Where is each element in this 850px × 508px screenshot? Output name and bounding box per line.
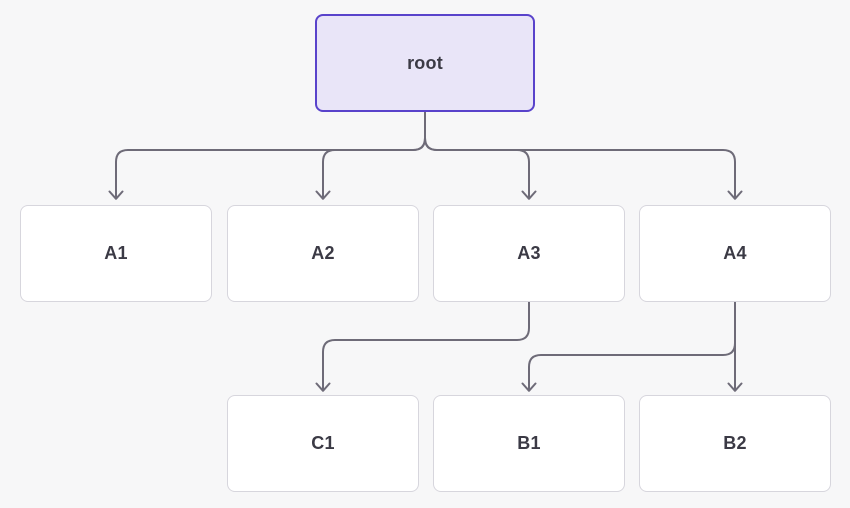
node-a3[interactable]: A3 <box>433 205 625 302</box>
edge-root-a1 <box>108 111 426 200</box>
node-a1[interactable]: A1 <box>20 205 212 302</box>
edge-root-a4 <box>424 111 743 200</box>
node-a4-label: A4 <box>723 243 747 263</box>
edge-root-a2 <box>315 111 426 200</box>
node-a3-label: A3 <box>517 243 541 263</box>
node-a2-label: A2 <box>311 243 335 263</box>
node-root[interactable]: root <box>315 14 535 112</box>
node-c1[interactable]: C1 <box>227 395 419 492</box>
node-b1[interactable]: B1 <box>433 395 625 492</box>
node-root-label: root <box>407 52 443 73</box>
node-a2[interactable]: A2 <box>227 205 419 302</box>
node-b1-label: B1 <box>517 433 541 453</box>
edge-root-a3 <box>424 111 537 200</box>
node-c1-label: C1 <box>311 433 335 453</box>
edge-a4-b2 <box>727 301 743 392</box>
node-a4[interactable]: A4 <box>639 205 831 302</box>
edge-a3-c1 <box>315 301 530 392</box>
node-b2[interactable]: B2 <box>639 395 831 492</box>
node-b2-label: B2 <box>723 433 747 453</box>
node-a1-label: A1 <box>104 243 128 263</box>
edge-a4-b1 <box>521 301 736 392</box>
